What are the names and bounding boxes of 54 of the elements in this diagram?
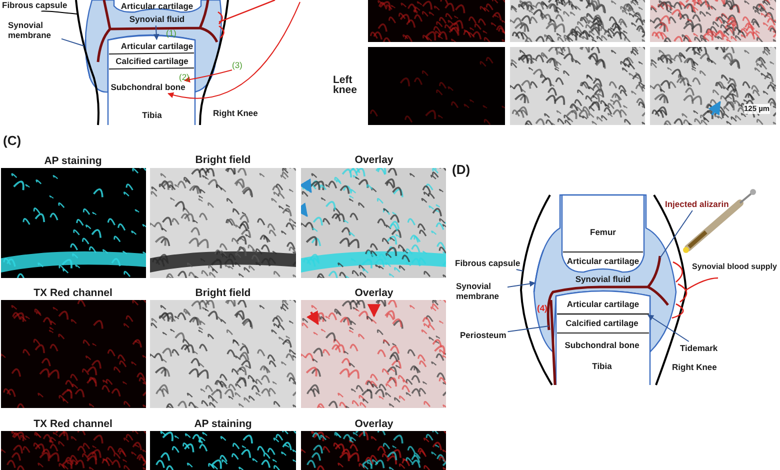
region-label: Synovial fluid	[575, 274, 631, 284]
region-label: Articular cartilage	[566, 256, 640, 266]
edge-label: (1)	[166, 28, 176, 38]
panel-letter: (C)	[3, 136, 22, 146]
joint-capsule-line	[75, 0, 100, 126]
panel-heading: Bright field	[195, 288, 251, 298]
callout-label: Fibrous capsule	[455, 258, 520, 268]
region-label: Subchondral bone	[564, 340, 640, 350]
leader-line	[41, 10, 78, 14]
region-label: Subchondral bone	[110, 82, 186, 92]
region-label: Right Knee	[213, 108, 258, 118]
region-label: Articular cartilage	[566, 299, 640, 309]
joint-capsule-line	[520, 194, 553, 386]
panel-heading: TX Red channel	[34, 288, 112, 298]
region-label: Articular cartilage	[120, 41, 194, 51]
panel-letter: (D)	[452, 165, 470, 175]
region-label: Tibia	[592, 361, 612, 371]
callout-label: Synovial membrane	[8, 20, 60, 40]
leader-line	[660, 210, 693, 258]
row-label: Left knee	[333, 75, 358, 95]
region-label: Tibia	[142, 110, 162, 120]
region-label: Right Knee	[672, 362, 717, 372]
arrow	[153, 25, 160, 40]
panel-heading: AP staining	[194, 419, 252, 429]
callout-label: Synovial membrane	[456, 281, 506, 301]
panel-heading: TX Red channel	[34, 419, 112, 429]
callout-label: Synovial blood supply	[692, 262, 777, 272]
panel-heading: Bright field	[195, 155, 251, 165]
blood-vessel	[647, 256, 662, 288]
panel-heading: Overlay	[354, 288, 394, 298]
periosteum-line	[550, 300, 556, 386]
arrow	[168, 2, 300, 99]
edge-label: (2)	[179, 72, 190, 82]
edge-label: (3)	[232, 60, 242, 70]
callout-number: (4)	[537, 303, 548, 313]
leader-line	[507, 326, 550, 332]
region-label: Femur	[590, 227, 616, 237]
tidemark-line	[557, 313, 649, 315]
region-label: Calcified cartilage	[116, 56, 188, 66]
region-label: Calcified cartilage	[566, 318, 638, 328]
leader-line	[507, 280, 536, 288]
callout-label: Fibrous capsule	[2, 0, 68, 10]
callout-label: Tidemark	[680, 343, 718, 353]
region-label: Synovial fluid	[129, 14, 185, 24]
leader-line	[61, 38, 84, 46]
callout-label: Periosteum	[460, 330, 506, 340]
panel-heading: Overlay	[354, 419, 394, 429]
region-label: Articular cartilage	[120, 1, 194, 11]
leader-line	[648, 314, 690, 342]
panel-heading: Overlay	[354, 155, 394, 165]
leader-line	[516, 269, 524, 272]
callout-label: Injected alizarin	[665, 199, 729, 209]
arrow	[184, 70, 232, 82]
panel-heading: AP staining	[44, 156, 102, 166]
